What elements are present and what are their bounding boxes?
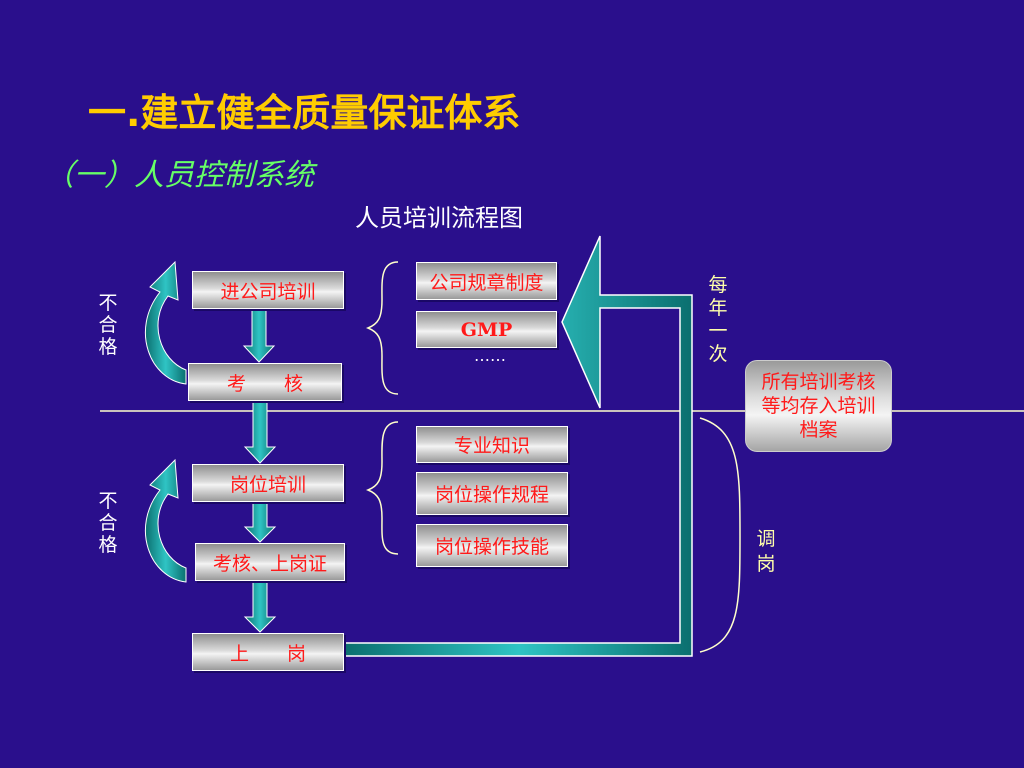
feedback-arrow bbox=[344, 235, 693, 657]
flow-step-company-training: 进公司培训 bbox=[192, 271, 344, 309]
brace-transfer bbox=[699, 417, 741, 653]
annual-label: 每年一次 bbox=[708, 274, 728, 365]
item-professional-knowledge: 专业知识 bbox=[416, 426, 568, 463]
down-arrow-2 bbox=[243, 400, 277, 464]
reject-label-upper: 不合格 bbox=[98, 292, 118, 358]
brace-company bbox=[365, 261, 399, 395]
loop-back-arrow-1 bbox=[144, 260, 187, 385]
brace-post bbox=[365, 421, 399, 555]
archive-box: 所有培训考核等均存入培训档案 bbox=[745, 360, 892, 452]
flow-step-on-duty: 上 岗 bbox=[192, 633, 344, 671]
item-gmp: GMP bbox=[416, 311, 557, 348]
down-arrow-3 bbox=[243, 501, 277, 543]
section-subtitle: （一）人员控制系统 bbox=[44, 158, 314, 193]
page-title: 一.建立健全质量保证体系 bbox=[88, 91, 521, 135]
transfer-label: 调 岗 bbox=[756, 528, 795, 575]
flow-step-assessment: 考 核 bbox=[188, 363, 342, 401]
item-operating-procedures: 岗位操作规程 bbox=[416, 472, 568, 515]
down-arrow-4 bbox=[243, 581, 277, 633]
item-company-rules: 公司规章制度 bbox=[416, 262, 557, 300]
item-ellipsis: …… bbox=[474, 346, 506, 365]
flow-step-assessment-certificate: 考核、上岗证 bbox=[195, 543, 345, 581]
reject-label-lower: 不合格 bbox=[98, 490, 118, 556]
down-arrow-1 bbox=[242, 307, 276, 363]
flow-step-post-training: 岗位培训 bbox=[192, 464, 344, 502]
diagram-title: 人员培训流程图 bbox=[355, 204, 523, 232]
item-operating-skills: 岗位操作技能 bbox=[416, 524, 568, 567]
loop-back-arrow-2 bbox=[144, 458, 187, 583]
